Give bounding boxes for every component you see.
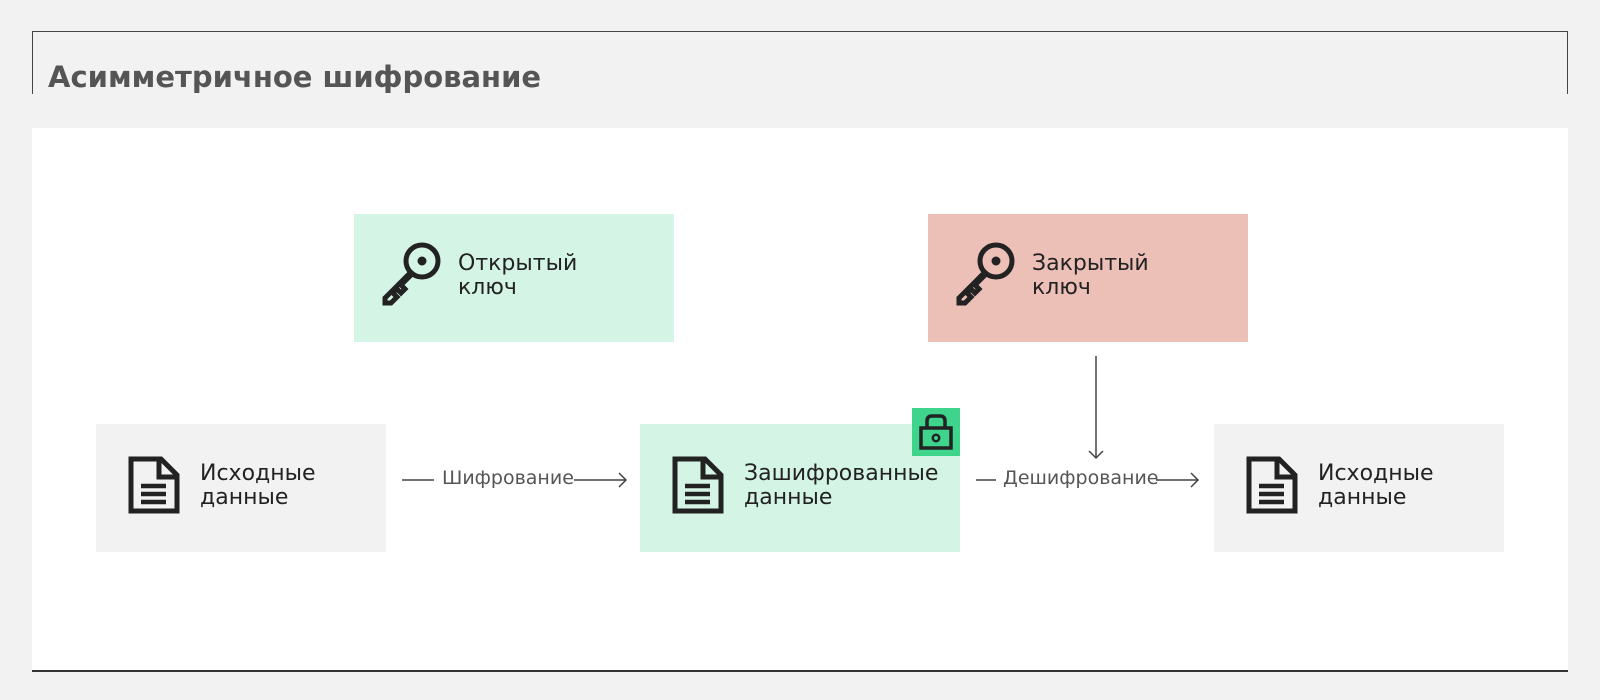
public-key-label: Открытый ключ xyxy=(458,251,578,300)
source-data-box: Исходные данные xyxy=(96,424,386,552)
result-data-label: Исходные данные xyxy=(1318,461,1434,510)
encrypted-data-box: Зашифрованные данные xyxy=(640,408,960,552)
document-icon xyxy=(128,456,180,518)
document-icon xyxy=(1246,456,1298,518)
result-data-box: Исходные данные xyxy=(1214,424,1504,552)
decrypt-label: Дешифрование xyxy=(1003,467,1159,489)
key-icon xyxy=(380,240,446,310)
page-title: Асимметричное шифрование xyxy=(48,60,542,94)
public-key-box: Открытый ключ xyxy=(354,214,674,342)
encrypt-arrow xyxy=(574,472,628,488)
diagram-canvas: Открытый ключ Закрытый ключ Исхо xyxy=(32,128,1568,670)
encrypt-arrow-left-line xyxy=(402,479,434,481)
encrypt-label: Шифрование xyxy=(442,467,574,489)
document-icon xyxy=(672,456,724,518)
decrypt-arrow-left-line xyxy=(976,479,996,481)
encrypted-data-label: Зашифрованные данные xyxy=(744,461,939,510)
decrypt-arrow xyxy=(1156,472,1200,488)
private-key-arrow xyxy=(1088,356,1104,460)
private-key-box: Закрытый ключ xyxy=(928,214,1248,342)
lock-icon xyxy=(919,414,953,450)
key-icon xyxy=(954,240,1020,310)
private-key-label: Закрытый ключ xyxy=(1032,251,1149,300)
lock-badge xyxy=(912,408,960,456)
source-data-label: Исходные данные xyxy=(200,461,316,510)
bottom-divider xyxy=(32,670,1568,672)
header-frame xyxy=(32,31,1568,94)
